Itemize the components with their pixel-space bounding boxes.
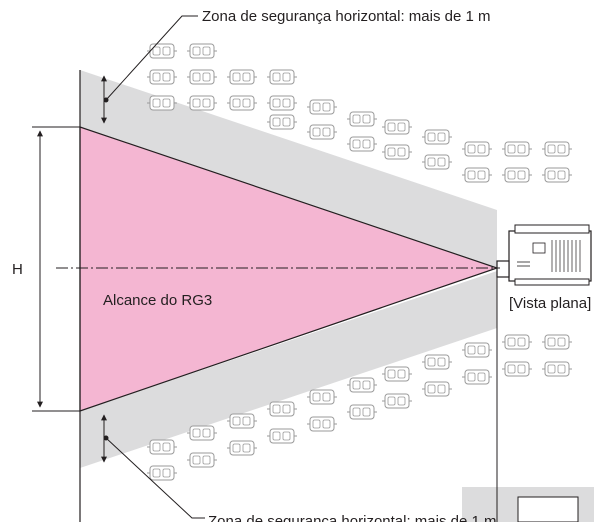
rg3-range-label: Alcance do RG3 <box>103 292 212 309</box>
safety-zone-label-top: Zona de segurança horizontal: mais de 1 … <box>202 8 491 25</box>
projector-icon <box>496 224 592 286</box>
height-label: H <box>12 261 23 278</box>
safety-zone-bottom <box>80 271 497 468</box>
leader-line-top <box>105 15 198 101</box>
plan-view-label: [Vista plana] <box>509 295 591 312</box>
leader-line-bottom <box>105 437 205 519</box>
safety-zone-top <box>80 70 497 268</box>
safety-zone-label-bottom: Zona de segurança horizontal: mais de 1 … <box>208 513 497 522</box>
